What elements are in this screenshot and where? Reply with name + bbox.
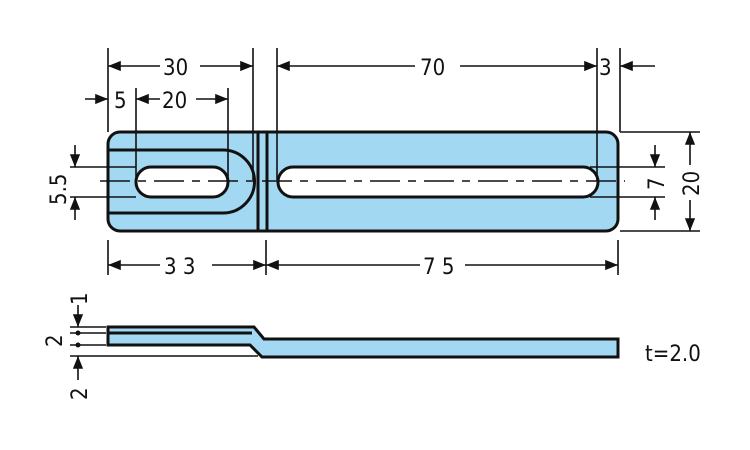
right-slot <box>276 165 600 199</box>
side-view: 1 2 2 t=2.0 <box>43 292 701 400</box>
dim-30: 30 <box>163 56 188 81</box>
dim-1: 1 <box>68 292 93 305</box>
dim-3: 3 <box>599 56 612 81</box>
dim-5: 5 <box>114 89 127 114</box>
dim-75: 7 5 <box>423 255 454 280</box>
left-slot <box>134 165 230 199</box>
dim-2-bottom: 2 <box>68 387 93 400</box>
dim-20-slot: 20 <box>162 89 187 114</box>
dim-20-height: 20 <box>680 171 705 196</box>
dim-7: 7 <box>645 177 670 190</box>
dim-70: 70 <box>420 56 445 81</box>
dim-5-5: 5.5 <box>47 174 72 205</box>
dim-2-top: 2 <box>43 334 68 347</box>
dim-33: 3 3 <box>164 255 195 280</box>
thickness-label: t=2.0 <box>645 342 701 367</box>
plan-view: 30 70 3 5 20 3 3 7 5 5.5 7 20 <box>47 48 705 280</box>
